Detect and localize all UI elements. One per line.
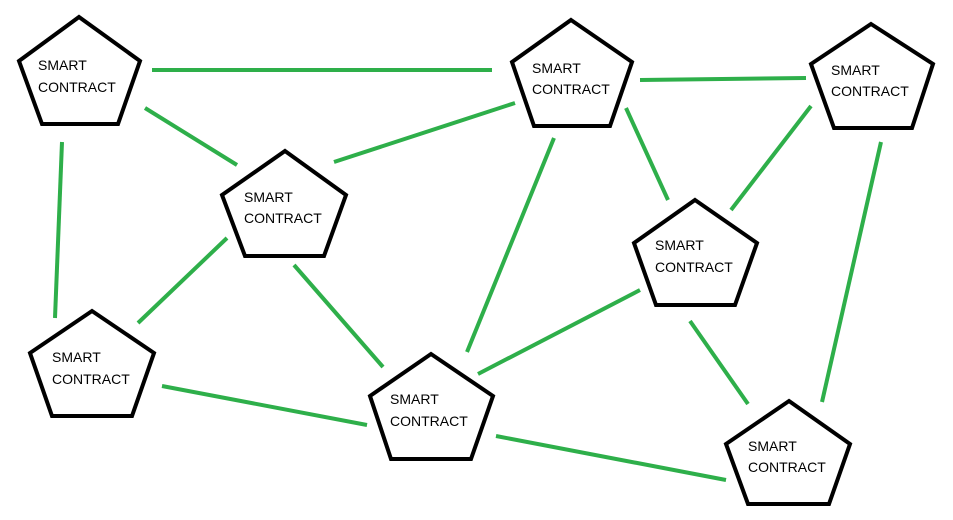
edge-n3-n6 (729, 104, 813, 212)
edge-n6-n9 (688, 319, 750, 406)
edge-n2-n3 (639, 76, 807, 82)
pentagon-shape (631, 197, 760, 307)
edge-n4-n7 (292, 263, 385, 369)
node-label-line1: SMART (244, 189, 293, 205)
node-label-line2: CONTRACT (831, 83, 909, 99)
node-label-line2: CONTRACT (244, 210, 322, 226)
pentagon-shape (219, 148, 349, 258)
node-label-line1: SMART (38, 57, 87, 73)
pentagon-shape (16, 14, 143, 126)
node-label-line1: SMART (831, 62, 880, 78)
node-n6: SMART CONTRACT (631, 197, 760, 307)
node-n2: SMART CONTRACT (509, 17, 635, 128)
node-n5: SMART CONTRACT (27, 308, 157, 418)
pentagon-shape (367, 351, 496, 461)
node-n8: SMART CONTRACT (723, 398, 853, 506)
node-label-line2: CONTRACT (38, 79, 116, 95)
node-label-line1: SMART (748, 438, 797, 454)
node-n3: SMART CONTRACT (808, 21, 936, 130)
node-label-line2: CONTRACT (655, 259, 733, 275)
node-label-line2: CONTRACT (52, 371, 130, 387)
edge-n2-n4 (333, 101, 516, 164)
edge-n2-n6 (624, 107, 670, 201)
node-label-line2: CONTRACT (532, 81, 610, 97)
node-n1: SMART CONTRACT (16, 14, 143, 126)
pentagon-shape (27, 308, 157, 418)
edges-layer (53, 68, 883, 482)
pentagon-shape (808, 21, 936, 130)
node-label-line1: SMART (532, 60, 581, 76)
edge-n7-n8 (495, 434, 727, 482)
edge-n2-n7 (465, 137, 556, 353)
edge-n3-n9 (820, 141, 883, 403)
pentagon-shape (723, 398, 853, 506)
node-label-line2: CONTRACT (390, 413, 468, 429)
node-label-line1: SMART (655, 237, 704, 253)
node-label-line2: CONTRACT (748, 459, 826, 475)
node-label-line1: SMART (390, 391, 439, 407)
edge-n5-n7 (161, 384, 368, 427)
node-n4: SMART CONTRACT (219, 148, 349, 258)
node-label-line1: SMART (52, 349, 101, 365)
node-n7: SMART CONTRACT (367, 351, 496, 461)
edge-n6-n7 (477, 288, 641, 376)
edge-n4-n8 (136, 236, 229, 325)
edge-n1-n5 (53, 141, 64, 319)
pentagon-shape (509, 17, 635, 128)
edge-n1-n4 (143, 106, 239, 167)
